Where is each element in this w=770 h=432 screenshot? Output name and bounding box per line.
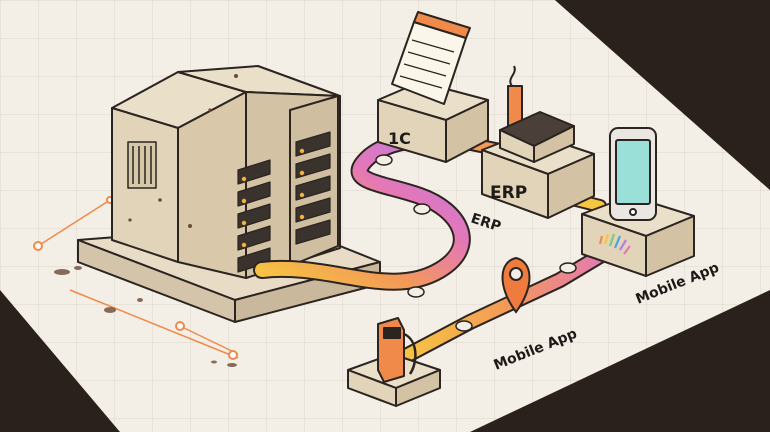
- location-pin-icon: [501, 256, 531, 314]
- pipe-fill-main: [255, 132, 469, 289]
- floor-edge-bottom: [470, 290, 770, 432]
- fuel-pump-icon: [377, 317, 417, 383]
- rainbow-gauge: [598, 233, 631, 255]
- guide-dots: [33, 196, 238, 360]
- floor-shadow-left: [0, 290, 120, 432]
- notepad-icon: [391, 11, 471, 105]
- floor-edge-right: [555, 0, 770, 190]
- server-icon: [111, 65, 341, 279]
- smartphone-icon: [609, 127, 657, 221]
- label-erp-box: ERP: [490, 183, 527, 203]
- label-1c: 1C: [388, 129, 411, 148]
- ground-stains: [54, 266, 237, 367]
- pipe-joints: [375, 154, 577, 332]
- block-1c: [377, 81, 489, 163]
- factory-icon: [499, 65, 575, 163]
